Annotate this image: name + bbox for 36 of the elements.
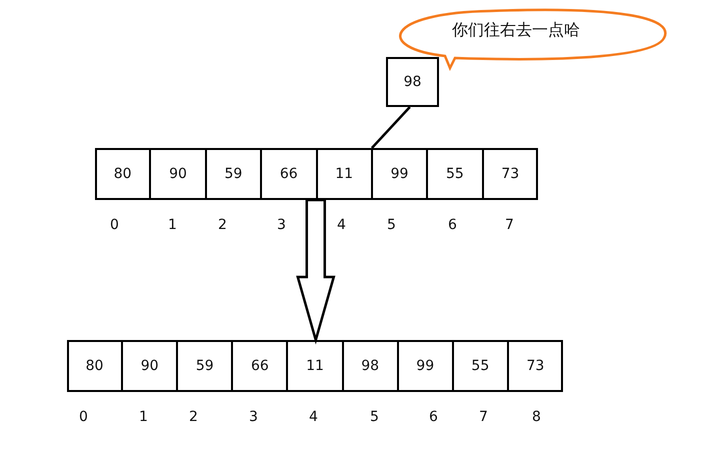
array-cell: 90 bbox=[122, 340, 178, 392]
array-cell: 99 bbox=[372, 148, 428, 200]
index-label: 3 bbox=[249, 409, 258, 425]
index-label: 4 bbox=[309, 409, 318, 425]
array-cell: 59 bbox=[206, 148, 262, 200]
index-label: 0 bbox=[110, 217, 119, 233]
index-label: 2 bbox=[189, 409, 198, 425]
index-label: 3 bbox=[277, 217, 286, 233]
index-label: 0 bbox=[79, 409, 88, 425]
index-label: 6 bbox=[429, 409, 438, 425]
index-label: 6 bbox=[448, 217, 457, 233]
index-label: 7 bbox=[479, 409, 488, 425]
array-cell: 11 bbox=[287, 340, 343, 392]
index-label: 1 bbox=[168, 217, 177, 233]
index-label: 1 bbox=[139, 409, 148, 425]
index-label: 5 bbox=[387, 217, 396, 233]
index-label: 4 bbox=[337, 217, 346, 233]
leader-line bbox=[370, 106, 411, 149]
index-label: 7 bbox=[505, 217, 514, 233]
new-element-box: 98 bbox=[386, 57, 439, 107]
array-cell: 99 bbox=[398, 340, 453, 392]
array-row bbox=[95, 148, 538, 200]
block-arrow bbox=[296, 198, 336, 345]
array-cell: 66 bbox=[232, 340, 288, 392]
speech-text: 你们往右去一点哈 bbox=[452, 20, 580, 41]
index-label: 2 bbox=[218, 217, 227, 233]
index-label: 8 bbox=[532, 409, 541, 425]
array-row bbox=[67, 340, 563, 392]
array-cell: 55 bbox=[452, 340, 508, 392]
array-cell: 90 bbox=[150, 148, 206, 200]
array-cell: 66 bbox=[261, 148, 316, 200]
array-cell: 11 bbox=[316, 148, 372, 200]
array-cell: 98 bbox=[342, 340, 398, 392]
index-label: 5 bbox=[370, 409, 379, 425]
array-cell: 59 bbox=[177, 340, 232, 392]
array-cell: 55 bbox=[427, 148, 483, 200]
